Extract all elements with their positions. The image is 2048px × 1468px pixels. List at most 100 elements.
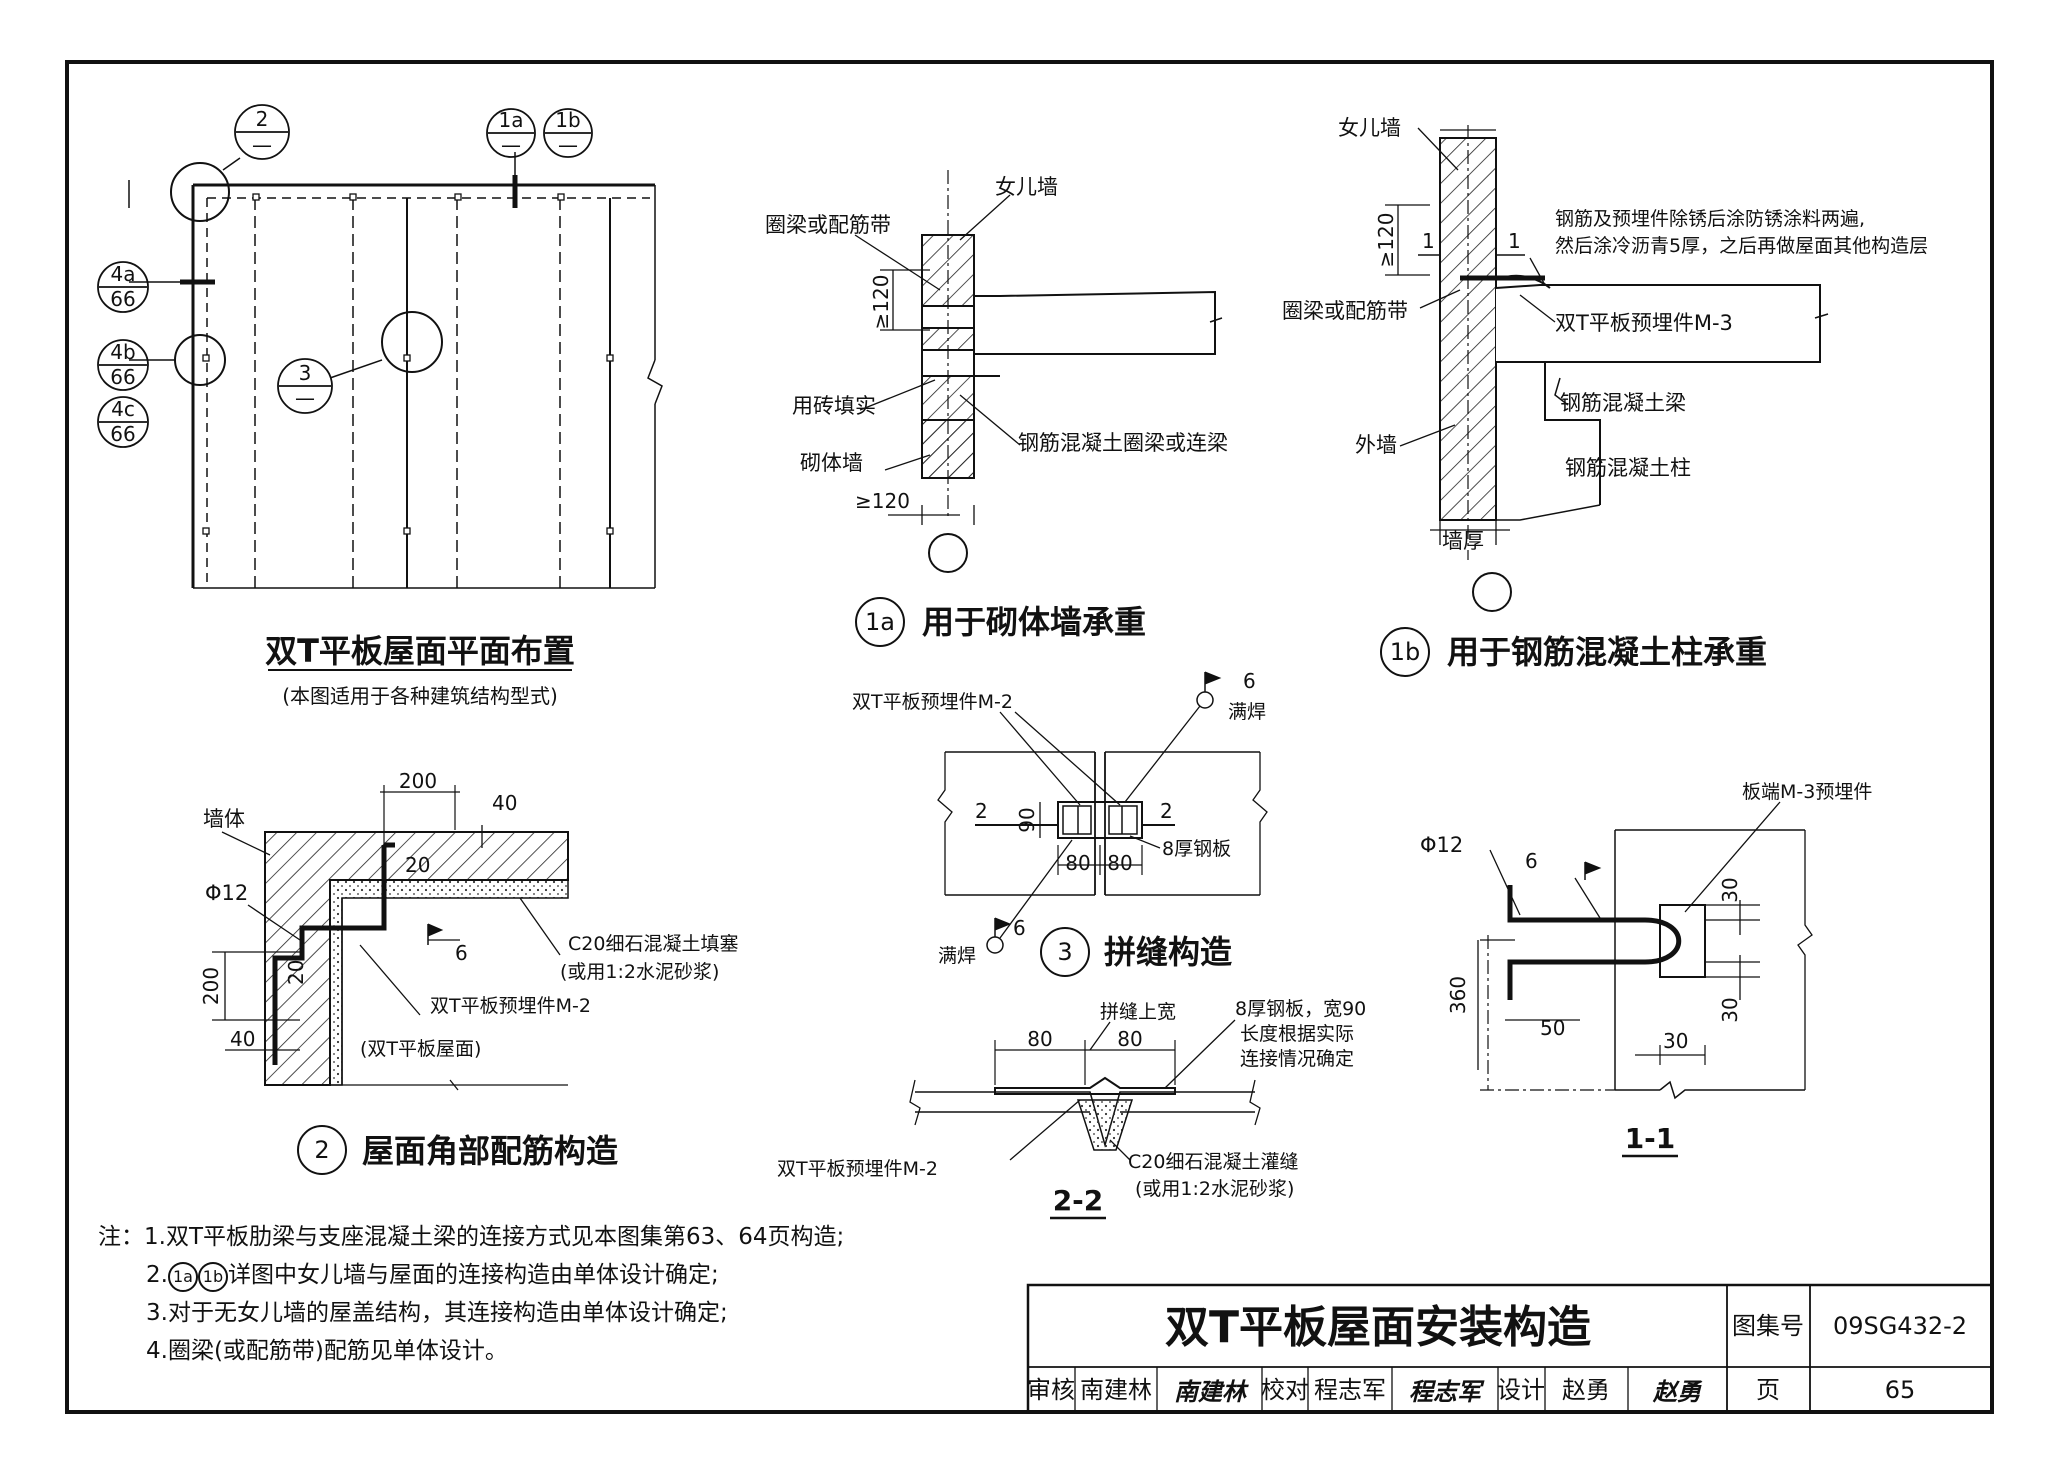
callout-4c-num: 4c <box>111 397 135 421</box>
plan-subtitle: (本图适用于各种建筑结构型式) <box>282 684 558 708</box>
note-3: 3.对于无女儿墙的屋盖结构，其连接构造由单体设计确定; <box>146 1300 728 1326</box>
d2-grout2: (或用1:2水泥砂浆) <box>560 961 719 983</box>
d3-weld-bot: 6 <box>1013 916 1026 940</box>
d1b-dim120: ≥120 <box>1374 213 1398 268</box>
note-2-num: 2. <box>146 1262 168 1288</box>
s22-grout1: C20细石混凝土灌缝 <box>1128 1151 1298 1173</box>
d1b-parapet: 女儿墙 <box>1338 116 1401 140</box>
plan-layout <box>128 152 663 589</box>
tb-designer: 赵勇 <box>1562 1376 1610 1404</box>
d3-full-bot: 满焊 <box>938 945 976 967</box>
callout-2-page: — <box>252 133 272 157</box>
tb-atlas-label: 图集号 <box>1732 1312 1804 1340</box>
d1a-dim120b: ≥120 <box>855 489 910 513</box>
s22-plate1: 8厚钢板，宽90 <box>1235 998 1366 1020</box>
note-line-1: 注：1.双T平板肋梁与支座混凝土梁的连接方式见本图集第63、64页构造; <box>98 1218 998 1256</box>
tb-title: 双T平板屋面安装构造 <box>1165 1302 1591 1353</box>
note-badge-1a: 1a <box>167 1262 198 1292</box>
tb-page-label: 页 <box>1756 1376 1780 1404</box>
detail-1a-drawing <box>854 170 1223 573</box>
d3-sec2l: 2 <box>975 799 988 823</box>
notes-head: 注： <box>98 1224 144 1250</box>
tb-reviewer-sig: 南建林 <box>1174 1377 1249 1406</box>
d1a-rcbeam: 钢筋混凝土圈梁或连梁 <box>1018 431 1228 455</box>
d3-embed: 双T平板预埋件M-2 <box>852 691 1013 713</box>
s22-dim80a: 80 <box>1027 1027 1052 1051</box>
plan-title: 双T平板屋面平面布置 <box>265 632 575 670</box>
s11-dim30c: 30 <box>1663 1029 1688 1053</box>
section-2-2-drawing <box>909 1019 1261 1161</box>
note-1: 1.双T平板肋梁与支座混凝土梁的连接方式见本图集第63、64页构造; <box>144 1224 845 1250</box>
callout-3-num: 3 <box>299 361 312 385</box>
callout-1b-num: 1b <box>555 108 580 132</box>
callout-4a-page: 66 <box>110 287 135 311</box>
callout-2-num: 2 <box>256 107 269 131</box>
detail-3-drawing <box>937 671 1268 954</box>
d2-dim40bot: 40 <box>230 1027 255 1051</box>
d2-badge-circle <box>297 1125 347 1175</box>
tb-checker: 程志军 <box>1314 1376 1386 1404</box>
s22-dim80b: 80 <box>1117 1027 1142 1051</box>
d2-dim20b: 20 <box>284 960 308 985</box>
s11-dim360: 360 <box>1446 976 1470 1014</box>
s11-rebar: Φ12 <box>1420 833 1463 857</box>
tb-designer-sig: 赵勇 <box>1652 1377 1703 1406</box>
d1b-outer: 外墙 <box>1355 433 1397 457</box>
tb-design: 设计 <box>1497 1376 1545 1404</box>
d2-dim20a: 20 <box>405 853 430 877</box>
d3-dim80a: 80 <box>1065 851 1090 875</box>
callout-1b-page: — <box>558 133 578 157</box>
d2-wall: 墙体 <box>203 807 245 831</box>
d1a-badge: 1a <box>865 608 895 636</box>
d3-badge-circle <box>1040 927 1090 977</box>
s11-title: 1-1 <box>1625 1122 1676 1155</box>
tb-review: 审核 <box>1027 1376 1075 1404</box>
s22-embed: 双T平板预埋件M-2 <box>777 1158 938 1180</box>
s22-plate2: 长度根据实际 <box>1240 1023 1354 1045</box>
d1b-rcbeam: 钢筋混凝土梁 <box>1560 391 1686 415</box>
d1a-badge-circle <box>855 597 905 647</box>
note-2-text: 详图中女儿墙与屋面的连接构造由单体设计确定; <box>227 1262 719 1288</box>
callout-4c-page: 66 <box>110 422 135 446</box>
s11-weld: 6 <box>1525 849 1538 873</box>
tb-checker-sig: 程志军 <box>1409 1377 1485 1406</box>
d1b-note1: 钢筋及预埋件除锈后涂防锈涂料两遍, <box>1555 208 1865 230</box>
d1b-title: 用于钢筋混凝土柱承重 <box>1447 633 1767 671</box>
tb-check: 校对 <box>1261 1376 1309 1404</box>
d1b-sec1b: 1 <box>1508 229 1521 253</box>
d1b-embed: 双T平板预埋件M-3 <box>1555 311 1733 335</box>
d2-weld: 6 <box>455 941 468 965</box>
s11-dim30b: 30 <box>1718 997 1742 1022</box>
d2-dim40top: 40 <box>492 791 517 815</box>
d1b-rccol: 钢筋混凝土柱 <box>1565 456 1691 480</box>
d2-roof: (双T平板屋面) <box>360 1038 481 1060</box>
d1b-ringbeam: 圈梁或配筋带 <box>1282 299 1408 323</box>
d1a-ringbeam: 圈梁或配筋带 <box>765 213 891 237</box>
plan-callouts <box>97 104 593 448</box>
detail-1b-drawing <box>1385 125 1829 612</box>
callout-4b-num: 4b <box>110 340 135 364</box>
d1b-thick: 墙厚 <box>1442 529 1484 553</box>
d3-weld-top: 6 <box>1243 669 1256 693</box>
d1a-brickfill: 用砖填实 <box>792 394 876 418</box>
d1a-title: 用于砌体墙承重 <box>922 603 1146 641</box>
s22-title: 2-2 <box>1053 1184 1104 1217</box>
d2-dim200side: 200 <box>199 967 223 1005</box>
section-1-1-drawing <box>1477 801 1813 1100</box>
s22-joint: 拼缝上宽 <box>1100 1001 1176 1023</box>
d1b-note2: 然后涂冷沥青5厚，之后再做屋面其他构造层 <box>1555 235 1928 257</box>
d1a-masonry: 砌体墙 <box>800 451 863 475</box>
d2-title: 屋面角部配筋构造 <box>362 1132 618 1170</box>
d3-dim80b: 80 <box>1107 851 1132 875</box>
sheet-border <box>65 60 1994 1414</box>
note-4: 4.圈梁(或配筋带)配筋见单体设计。 <box>146 1338 508 1364</box>
d2-badge: 2 <box>314 1136 329 1164</box>
d3-dim90: 90 <box>1015 807 1039 832</box>
callout-1a-page: — <box>501 133 521 157</box>
d3-sec2r: 2 <box>1160 799 1173 823</box>
tb-atlas-no: 09SG432-2 <box>1833 1312 1967 1340</box>
d3-badge: 3 <box>1057 938 1072 966</box>
s22-grout2: (或用1:2水泥砂浆) <box>1135 1178 1294 1200</box>
